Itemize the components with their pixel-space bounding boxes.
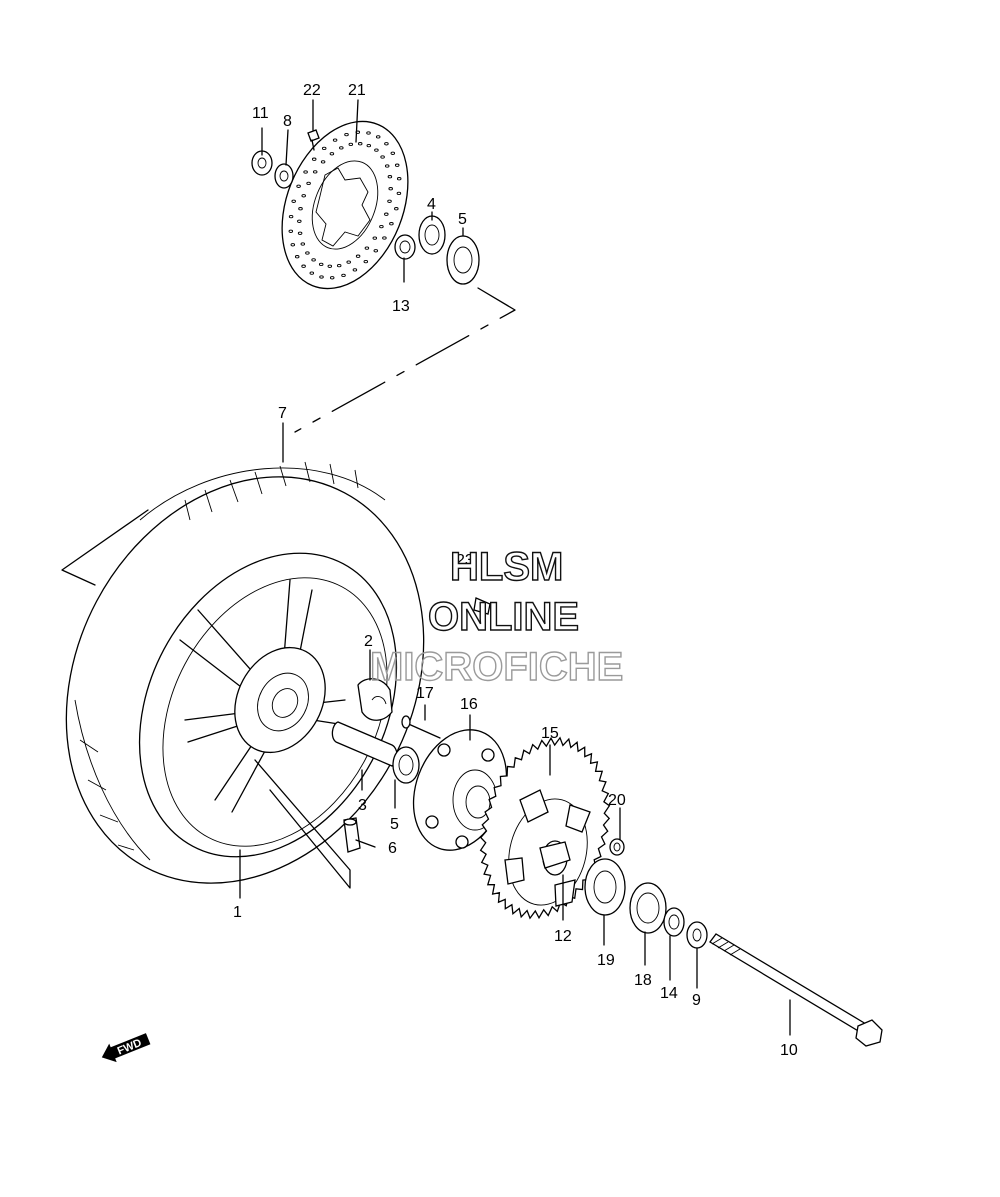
axle-bearings-and-spacers	[584, 858, 883, 1047]
callout-10: 10	[780, 1042, 798, 1059]
callout-15: 15	[541, 725, 559, 742]
leader-lines	[239, 99, 791, 1036]
callout-9: 9	[692, 992, 701, 1009]
fwd-label: FWD	[116, 1037, 144, 1058]
rear-wheel-assembly	[65, 461, 425, 884]
nut-and-washer	[251, 150, 294, 189]
callout-6: 6	[388, 840, 397, 857]
hub-damper-spacer-valve	[331, 678, 420, 853]
assembly-guide-lines	[61, 287, 516, 586]
rear-sprocket	[479, 736, 625, 920]
callout-labels: 1 2 3 4 5 5 6 7 8 9 10 11 12 13 14 15 16…	[233, 82, 798, 1059]
callout-18: 18	[634, 972, 652, 989]
callout-3: 3	[358, 797, 367, 814]
callout-14: 14	[660, 985, 678, 1002]
disc-bolt	[307, 129, 320, 151]
callout-4: 4	[427, 196, 436, 213]
callout-5-upper: 5	[458, 211, 467, 228]
watermark-line-1: HLSM	[450, 545, 563, 589]
callout-7: 7	[278, 405, 287, 422]
callout-12: 12	[554, 928, 572, 945]
brake-disc	[281, 120, 409, 290]
callout-5-lower: 5	[390, 816, 399, 833]
watermark: HLSM ONLINE MICROFICHE	[369, 544, 624, 689]
hub-spacer-seal-bearing	[394, 215, 480, 285]
forward-direction-arrow: FWD	[101, 1033, 151, 1063]
callout-23: 23	[456, 552, 474, 569]
callout-17: 17	[416, 685, 434, 702]
watermark-line-3: MICROFICHE	[370, 645, 623, 689]
callout-8: 8	[283, 113, 292, 130]
callout-11: 11	[252, 105, 269, 122]
callout-21: 21	[348, 82, 366, 99]
watermark-line-2: ONLINE	[428, 595, 579, 639]
callout-2: 2	[364, 633, 373, 650]
callout-16: 16	[460, 696, 478, 713]
callout-19: 19	[597, 952, 615, 969]
sprocket-carrier	[401, 597, 508, 851]
callout-13: 13	[392, 298, 410, 315]
callout-20: 20	[608, 792, 626, 809]
callout-22: 22	[303, 82, 321, 99]
callout-1: 1	[233, 904, 242, 921]
